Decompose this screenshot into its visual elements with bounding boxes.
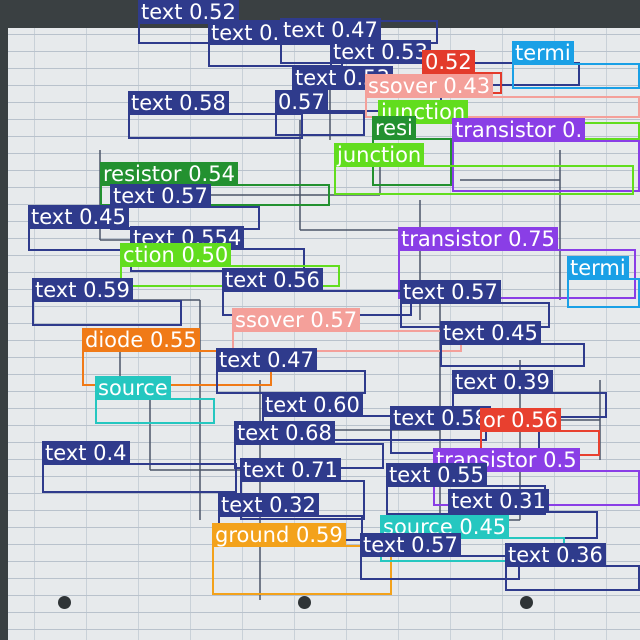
text-detection-label: text 0.71	[240, 458, 341, 482]
text-detection-box	[275, 112, 365, 136]
binder-hole	[520, 596, 533, 609]
text-detection-label: text 0.68	[234, 421, 335, 445]
binder-hole	[298, 596, 311, 609]
text-detection-label: text 0.55	[386, 463, 487, 487]
text-detection-label: text 0.47	[280, 18, 381, 42]
text-detection-label: text 0.57	[360, 533, 461, 557]
crossover-detection-label: ssover 0.57	[232, 308, 361, 332]
text-detection-box	[360, 555, 520, 580]
junction-detection-label: junction	[334, 143, 425, 167]
resistor-detection-label: resistor 0.54	[100, 162, 238, 186]
resistor-detection-label: resi	[372, 116, 416, 140]
text-detection-box	[32, 300, 182, 326]
text-detection-box	[440, 343, 585, 367]
text-detection-box	[216, 370, 366, 394]
text-detection-label: text 0.32	[218, 493, 319, 517]
text-detection-label: text 0.39	[452, 370, 553, 394]
source-detection-box	[95, 398, 215, 424]
text-detection-label: text 0.58	[390, 406, 491, 430]
text-detection-label: text 0.31	[448, 489, 549, 513]
text-detection-label: 0.57	[275, 90, 328, 114]
capacitor-detection-label: 0.52	[422, 50, 475, 74]
binder-hole	[58, 596, 71, 609]
crossover-detection-label: ssover 0.43	[365, 74, 494, 98]
text-detection-label: text 0.47	[216, 348, 317, 372]
text-detection-label: text 0.4	[42, 441, 130, 465]
text-detection-label: text 0.56	[222, 268, 323, 292]
text-detection-label: text 0.57	[400, 280, 501, 304]
text-detection-label: text 0.45	[28, 205, 129, 229]
text-detection-box	[42, 463, 237, 493]
terminal-detection-box	[512, 63, 640, 89]
junction-detection-label: ction 0.50	[120, 243, 232, 267]
text-detection-box	[505, 565, 640, 591]
text-detection-label: text 0.59	[32, 278, 133, 302]
diode-detection-label: diode 0.55	[82, 328, 200, 352]
text-detection-label: text 0.52	[138, 0, 239, 24]
terminal-detection-label: termi	[512, 41, 574, 65]
transistor-detection-label: transistor 0.5	[433, 448, 580, 472]
terminal-detection-label: termi	[567, 256, 629, 280]
text-detection-label: text 0.60	[262, 393, 363, 417]
junction-detection-box	[334, 165, 634, 195]
text-detection-label: text 0.58	[128, 91, 229, 115]
transistor-detection-label: transistor 0.75	[398, 227, 558, 251]
text-detection-label: text 0.36	[505, 543, 606, 567]
transistor-detection-label: transistor 0.	[452, 118, 586, 142]
inductor-detection-label: or 0.56	[480, 408, 561, 432]
crossover-detection-box	[365, 96, 640, 118]
ground-detection-label: ground 0.59	[212, 523, 346, 547]
source-detection-label: source	[95, 376, 171, 400]
text-detection-label: text 0.45	[440, 321, 541, 345]
text-detection-label: text 0.57	[110, 184, 211, 208]
text-detection-label: text 0.53	[330, 40, 431, 64]
terminal-detection-box	[567, 278, 640, 308]
